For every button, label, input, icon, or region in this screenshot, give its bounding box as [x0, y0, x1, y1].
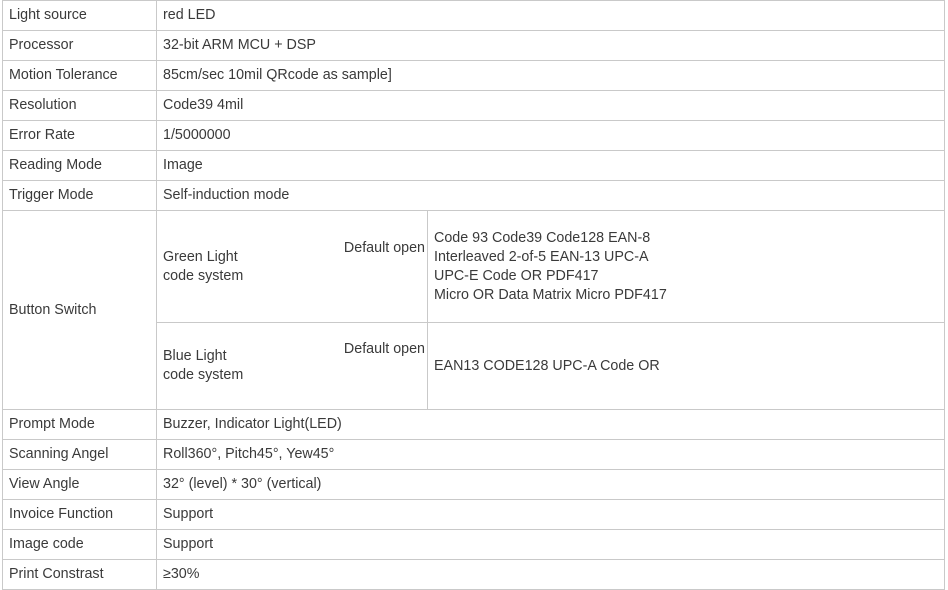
green-codes-line-2: Interleaved 2-of-5 EAN-13 UPC-A — [434, 248, 649, 265]
green-light-codes-cell: Code 93 Code39 Code128 EAN-8 Interleaved… — [426, 210, 946, 323]
row-value: Support — [155, 529, 946, 560]
green-light-name-cell: Green Light code system — [156, 210, 428, 323]
table-row: Print Constrast ≥30% — [2, 559, 946, 590]
blue-light-name-cell: Blue Light code system — [156, 322, 428, 410]
row-label-button-switch: Button Switch — [2, 210, 157, 410]
table-row: Image code Support — [2, 529, 946, 560]
table-row: Prompt Mode Buzzer, Indicator Light(LED) — [2, 409, 946, 440]
row-label: Print Constrast — [2, 559, 157, 590]
blue-light-default-state: Default open — [343, 341, 425, 357]
row-value: ≥30% — [155, 559, 946, 590]
row-value: Buzzer, Indicator Light(LED) — [155, 409, 946, 440]
row-label: Error Rate — [2, 120, 157, 151]
row-label: Image code — [2, 529, 157, 560]
table-row: Reading Mode Image — [2, 150, 946, 181]
row-label: Light source — [2, 0, 157, 31]
row-value: 32° (level) * 30° (vertical) — [155, 469, 946, 500]
row-label: Motion Tolerance — [2, 60, 157, 91]
blue-light-name-line2: code system — [163, 367, 244, 383]
row-value: Image — [155, 150, 946, 181]
row-value: red LED — [155, 0, 946, 31]
row-label: Prompt Mode — [2, 409, 157, 440]
table-row-button-switch-green: Button Switch Green Light code system Co… — [2, 210, 946, 410]
row-value: Support — [155, 499, 946, 530]
table-row: Resolution Code39 4mil — [2, 90, 946, 121]
table-row: Scanning Angel Roll360°, Pitch45°, Yew45… — [2, 439, 946, 470]
row-value: 85cm/sec 10mil QRcode as sample] — [155, 60, 946, 91]
green-codes-line-3: UPC-E Code OR PDF417 — [434, 267, 599, 284]
table-row-button-switch-blue: Blue Light code system EAN13 CODE128 UPC… — [3, 322, 946, 410]
green-light-name-line1: Green Light — [163, 248, 238, 265]
green-codes-line-1: Code 93 Code39 Code128 EAN-8 — [434, 229, 651, 246]
green-light-name-line2: code system — [163, 267, 244, 284]
row-label: Resolution — [2, 90, 157, 121]
row-label: Invoice Function — [2, 499, 157, 530]
table-row: Trigger Mode Self-induction mode — [2, 180, 946, 211]
row-value: 1/5000000 — [155, 120, 946, 151]
row-label: Scanning Angel — [2, 439, 157, 470]
table-row: Motion Tolerance 85cm/sec 10mil QRcode a… — [2, 60, 946, 91]
green-codes-line-4: Micro OR Data Matrix Micro PDF417 — [434, 286, 667, 303]
row-value: Self-induction mode — [155, 180, 946, 211]
row-label: Trigger Mode — [2, 180, 157, 211]
row-label: View Angle — [2, 469, 157, 500]
row-label: Processor — [2, 30, 157, 61]
blue-light-name-line1: Blue Light — [163, 348, 227, 364]
blue-codes-line-1: EAN13 CODE128 UPC-A Code OR — [434, 357, 660, 374]
row-label: Reading Mode — [2, 150, 157, 181]
row-value: 32-bit ARM MCU + DSP — [155, 30, 946, 61]
table-row: Processor 32-bit ARM MCU + DSP — [2, 30, 946, 61]
row-value: Roll360°, Pitch45°, Yew45° — [155, 439, 946, 470]
table-row: View Angle 32° (level) * 30° (vertical) — [2, 469, 946, 500]
blue-light-codes-cell: EAN13 CODE128 UPC-A Code OR — [426, 322, 946, 410]
green-light-default-state: Default open — [343, 240, 425, 256]
table-row: Error Rate 1/5000000 — [2, 120, 946, 151]
table-row: Invoice Function Support — [2, 499, 946, 530]
row-value: Code39 4mil — [155, 90, 946, 121]
table-row: Light source red LED — [2, 0, 946, 31]
